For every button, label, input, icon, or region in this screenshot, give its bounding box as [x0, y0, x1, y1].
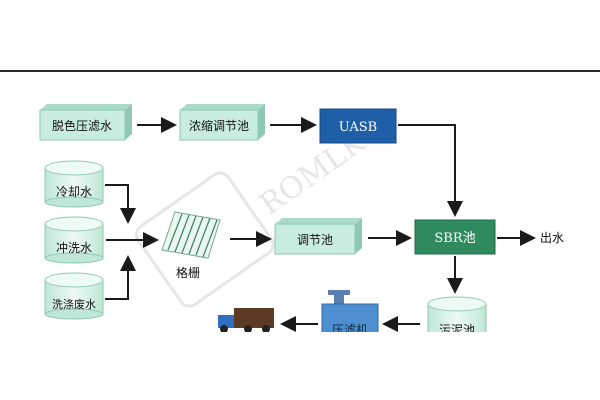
- node-label-washing-waste: 洗涤废水: [52, 297, 96, 311]
- arrow-uasb-to-sbr: [398, 124, 463, 217]
- arrow-cooling-to-merge: [105, 184, 136, 224]
- node-label-screen: 格栅: [176, 265, 200, 280]
- node-label-flushing-water: 冲洗水: [56, 240, 92, 255]
- node-label-outlet: 出水: [540, 231, 564, 245]
- node-sbr-tank: SBR池: [414, 219, 496, 255]
- node-washing-waste: 洗涤废水: [44, 272, 104, 320]
- node-cooling-water: 冷却水: [44, 160, 104, 208]
- flow-diagram-svg: ROMLK 脱色压滤水 浓缩调节池 UASB: [39, 104, 564, 332]
- screen-bars-icon: [167, 213, 218, 258]
- node-sludge-tank: 污泥池: [427, 296, 487, 332]
- node-concentrate-tank: 浓缩调节池: [179, 104, 265, 141]
- node-flushing-water: 冲洗水: [44, 216, 104, 264]
- truck-icon: [218, 308, 274, 332]
- node-label-filter-press: 压滤机: [332, 323, 368, 332]
- node-screen: 格栅: [161, 211, 221, 280]
- node-label-uasb: UASB: [339, 120, 377, 135]
- node-label-concentrate-tank: 浓缩调节池: [189, 118, 249, 133]
- node-regulating-tank: 调节池: [274, 218, 362, 255]
- node-label-cooling-water: 冷却水: [56, 185, 92, 199]
- node-label-sbr-tank: SBR池: [434, 231, 475, 246]
- node-label-sludge-tank: 污泥池: [439, 323, 475, 332]
- node-filter-press: 压滤机: [321, 290, 379, 332]
- diagram-frame: ROMLK 脱色压滤水 浓缩调节池 UASB: [0, 70, 600, 332]
- flow-arrows: [105, 117, 536, 332]
- arrow-washing-to-merge: [105, 255, 136, 300]
- node-label-regulating-tank: 调节池: [297, 233, 333, 247]
- watermark: ROMLK: [134, 125, 372, 308]
- node-decolor-filter: 脱色压滤水: [39, 104, 132, 141]
- node-uasb: UASB: [319, 108, 397, 144]
- node-label-decolor-filter: 脱色压滤水: [52, 118, 112, 133]
